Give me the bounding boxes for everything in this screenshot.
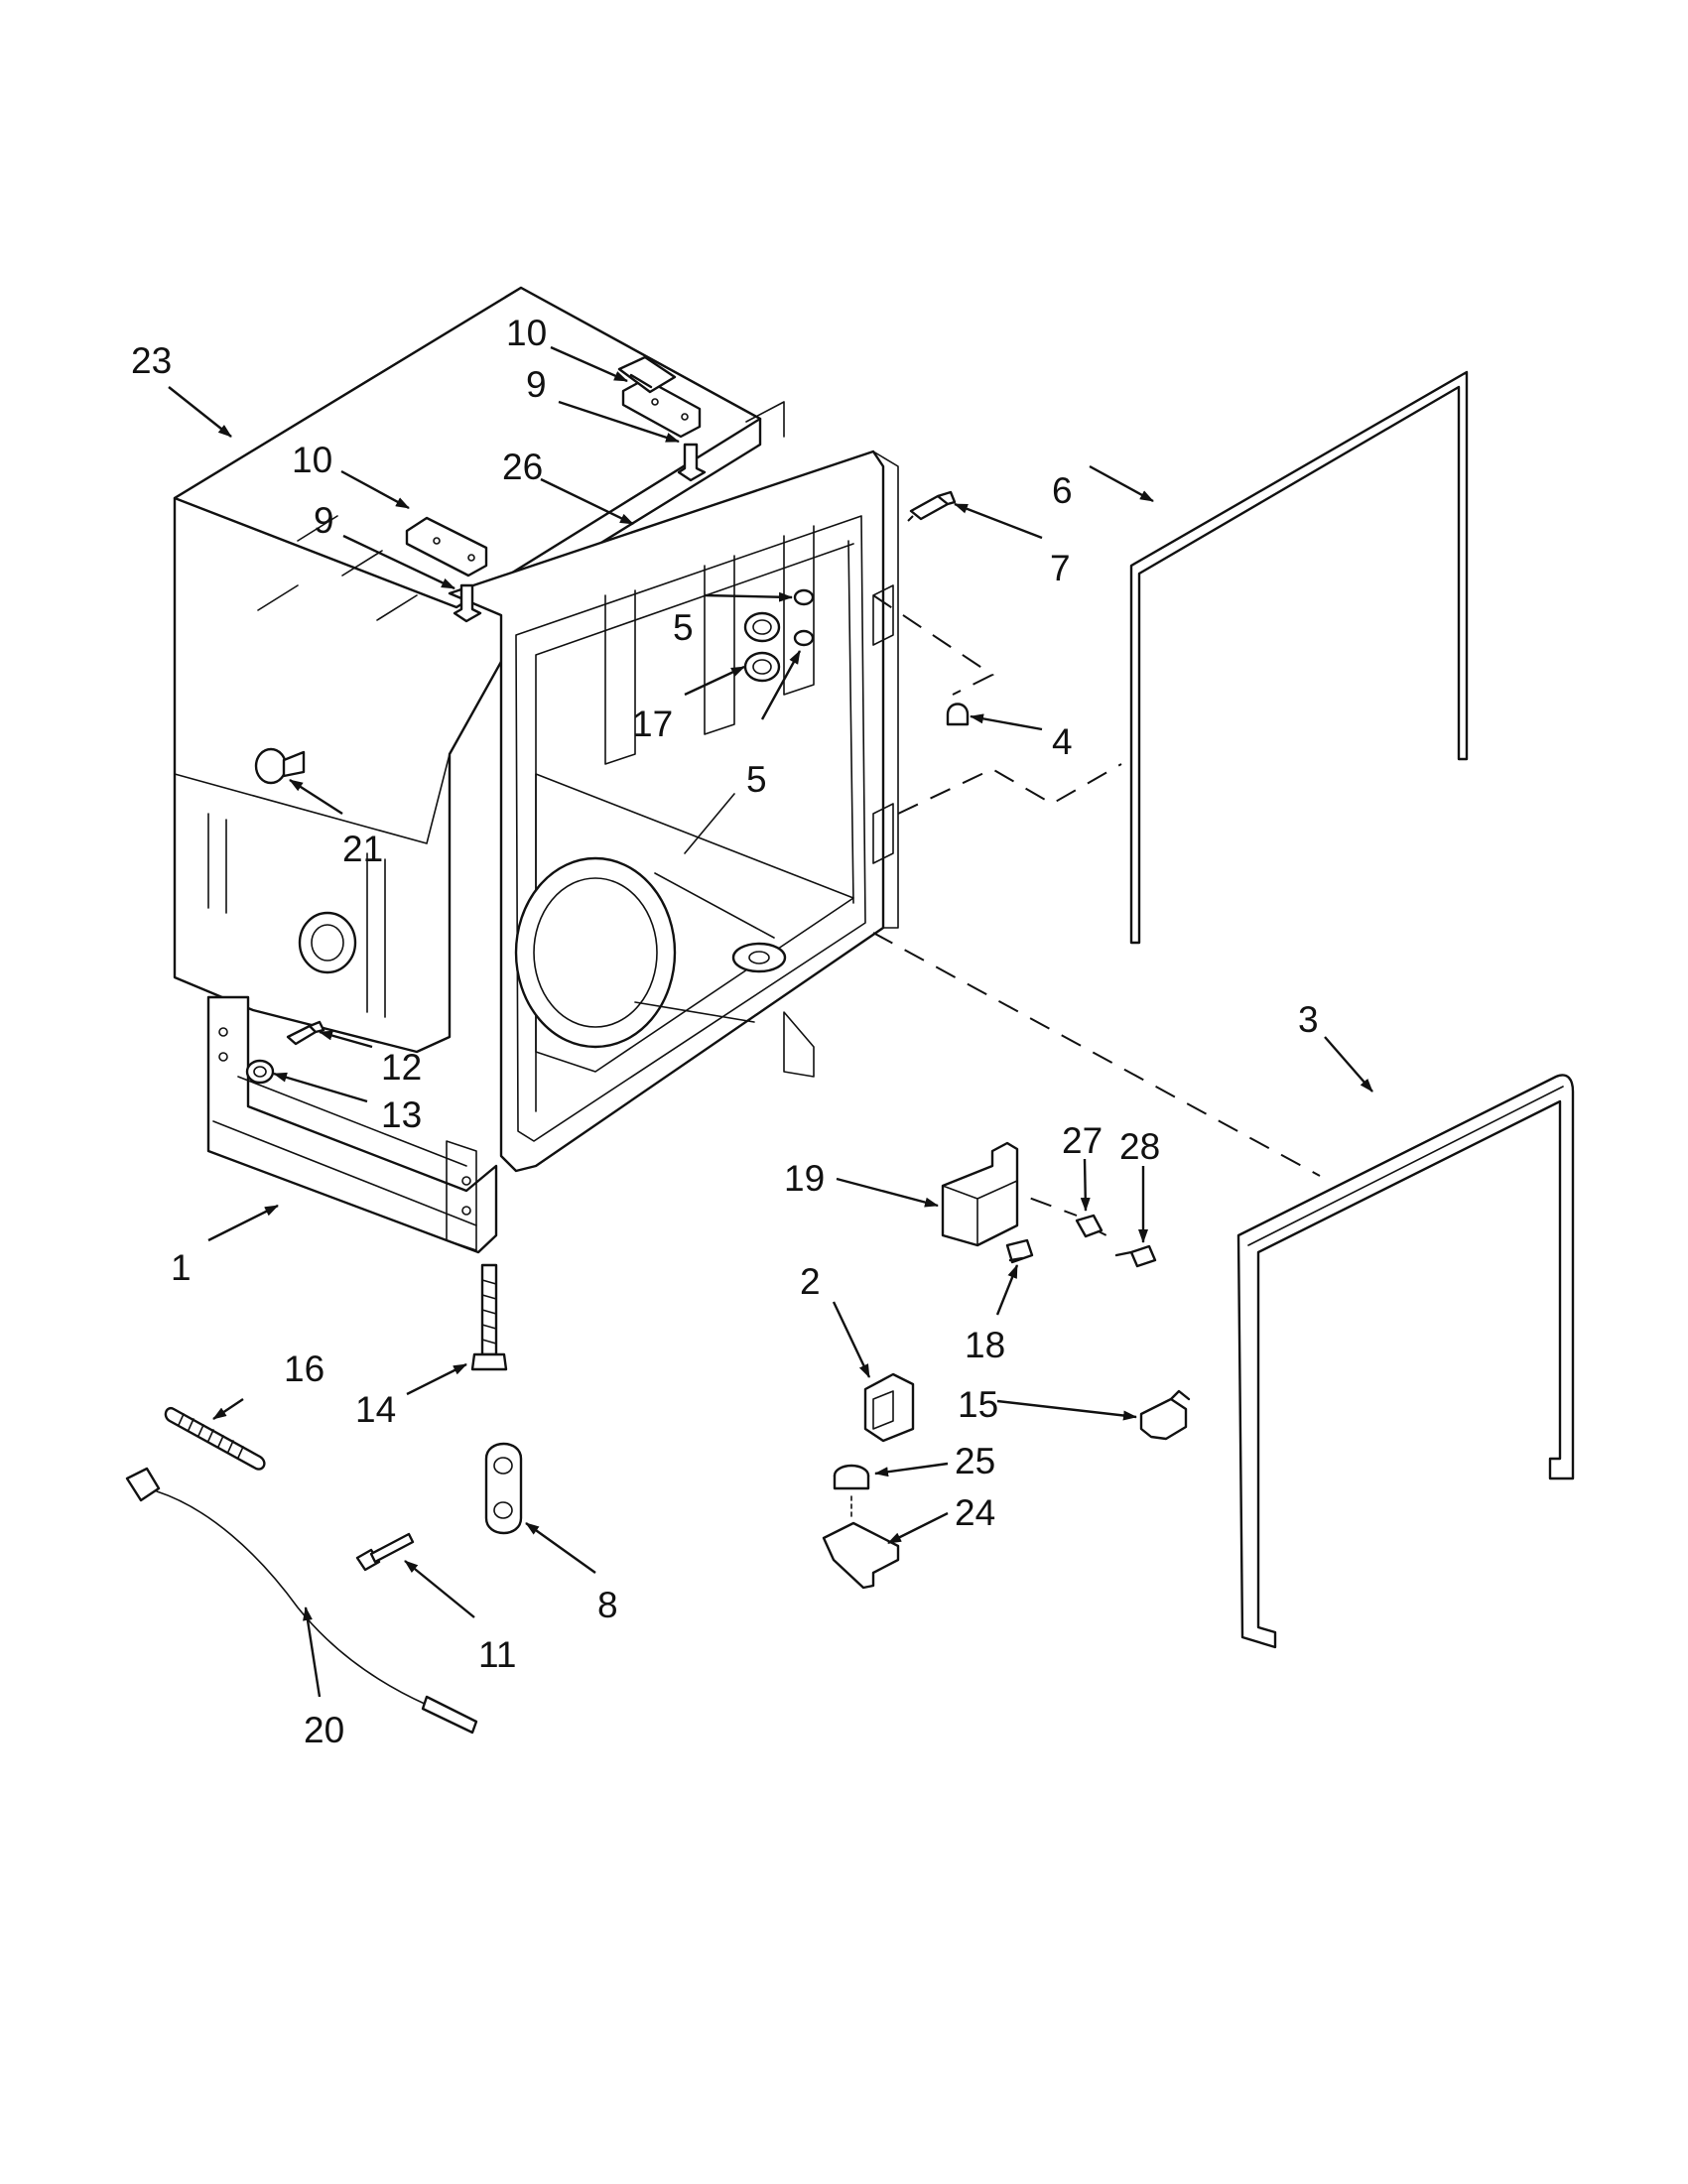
part-26-clip [617,355,677,394]
sump-opening [514,856,677,1049]
part-16-spring [164,1406,266,1471]
part-7-screw [909,490,957,521]
callout-12: 12 [381,1047,422,1088]
callout-2: 2 [800,1261,821,1302]
part-28-screw [1114,1244,1157,1268]
callout-10-upper: 10 [506,313,547,353]
part-9-screw-lower [453,583,482,623]
callout-24: 24 [955,1492,995,1533]
part-25-switch [833,1464,870,1519]
part-11-screw [355,1532,415,1572]
part-10-bracket-lower [405,516,488,578]
part-4-plug [946,703,970,726]
callout-13: 13 [381,1094,422,1135]
part-8-double-grommet [484,1442,523,1535]
part-12-screw [286,1020,325,1046]
callout-21: 21 [342,829,383,869]
callout-9-lower: 9 [314,500,334,541]
callout-8: 8 [597,1585,618,1625]
part-21-button-plug [254,747,306,785]
part-19-bracket [941,1141,1019,1247]
part-6-side-strip [1129,370,1469,945]
callout-6: 6 [1052,470,1073,511]
callout-20: 20 [304,1710,344,1750]
callout-25: 25 [955,1441,995,1481]
part-13-grommet [245,1059,275,1085]
part-15-clip [1139,1389,1191,1441]
callout-1: 1 [171,1247,192,1288]
callout-numbers: 23 10 9 26 10 9 6 7 5 17 5 4 21 12 13 1 … [131,313,1319,1750]
tub-top-panel [173,286,762,609]
part-18-screw [1005,1238,1034,1264]
part-5-washer-lower [793,629,815,647]
drain-cover [731,942,787,973]
callout-14: 14 [355,1389,396,1430]
part-27-nut [1075,1214,1104,1238]
callout-26: 26 [502,447,543,487]
tub-assembly [173,286,899,1254]
callout-11: 11 [478,1634,516,1675]
part-20-wire-harness [125,1467,478,1734]
callout-17: 17 [632,704,673,744]
side-port [298,911,357,974]
callout-9-upper: 9 [526,364,547,405]
callout-23: 23 [131,340,172,381]
callout-4: 4 [1052,721,1073,762]
part-3-door-gasket [1236,1074,1575,1649]
callout-27: 27 [1062,1120,1103,1161]
callout-7: 7 [1050,548,1071,588]
part-17-grommets [743,611,781,683]
callout-16: 16 [284,1349,325,1389]
callout-15: 15 [958,1384,998,1425]
part-2-latch [863,1372,915,1443]
part-14-leveling-leg [470,1263,508,1371]
part-24-bracket [822,1521,900,1590]
callout-18: 18 [965,1325,1005,1365]
callout-28: 28 [1119,1126,1160,1167]
leader-lines [168,345,1373,1698]
tub-inner-opening [515,515,866,1142]
callout-5-upper: 5 [673,607,694,648]
callout-3: 3 [1298,999,1319,1040]
part-5-washer-upper [793,588,815,606]
part-9-screw-upper [677,443,707,482]
tub-base-frame [206,995,498,1254]
callout-19: 19 [784,1158,825,1199]
callout-5-lower: 5 [746,759,767,800]
callout-10-lower: 10 [292,440,332,480]
